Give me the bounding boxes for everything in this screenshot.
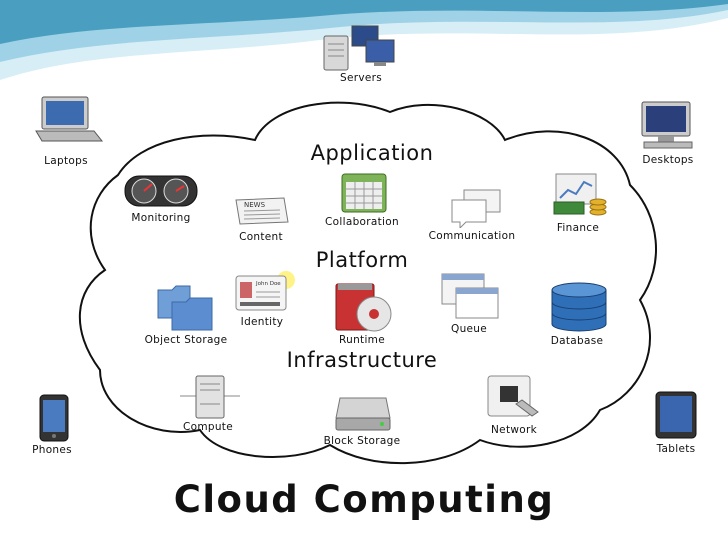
section-application: Application bbox=[310, 141, 434, 165]
desktops-label: Desktops bbox=[642, 154, 694, 166]
compute-label: Compute bbox=[183, 421, 233, 433]
section-infrastructure: Infrastructure bbox=[286, 348, 438, 372]
laptops-label: Laptops bbox=[44, 155, 88, 167]
queue-icon bbox=[441, 273, 499, 319]
content-label: Content bbox=[239, 231, 283, 243]
compute-icon bbox=[180, 375, 240, 419]
hard-drive-icon bbox=[335, 397, 391, 431]
database-icon bbox=[551, 282, 607, 332]
network-port-icon bbox=[487, 375, 539, 417]
monitoring-label: Monitoring bbox=[131, 212, 191, 224]
phone-icon bbox=[39, 394, 69, 442]
runtime-label: Runtime bbox=[339, 334, 385, 346]
phones-label: Phones bbox=[32, 444, 72, 456]
newspaper-icon: NEWS bbox=[235, 197, 289, 225]
desktop-icon bbox=[641, 101, 693, 149]
runtime-icon bbox=[335, 283, 392, 332]
id-name-text: John Doe bbox=[255, 281, 281, 287]
collaboration-label: Collaboration bbox=[325, 216, 399, 228]
section-platform: Platform bbox=[315, 248, 409, 272]
servers-label: Servers bbox=[339, 72, 383, 84]
communication-label: Communication bbox=[428, 230, 516, 242]
finance-label: Finance bbox=[556, 222, 600, 234]
id-card-icon: John Doe bbox=[235, 271, 295, 311]
block-storage-label: Block Storage bbox=[323, 435, 401, 447]
tablet-icon bbox=[655, 391, 697, 439]
header-wave bbox=[0, 0, 728, 80]
page-title: Cloud Computing bbox=[173, 478, 555, 521]
monitoring-icon bbox=[124, 175, 198, 207]
folder-icon bbox=[157, 285, 213, 331]
tablets-label: Tablets bbox=[656, 443, 696, 455]
finance-icon bbox=[553, 173, 607, 216]
queue-label: Queue bbox=[451, 323, 487, 335]
news-icon-text: NEWS bbox=[244, 201, 266, 209]
chat-bubbles-icon bbox=[451, 189, 501, 228]
identity-label: Identity bbox=[240, 316, 284, 328]
database-label: Database bbox=[550, 335, 604, 347]
laptop-icon bbox=[35, 96, 104, 142]
network-label: Network bbox=[491, 424, 537, 436]
servers-icon bbox=[323, 25, 395, 71]
calendar-icon bbox=[341, 173, 387, 213]
object-storage-label: Object Storage bbox=[144, 334, 228, 346]
